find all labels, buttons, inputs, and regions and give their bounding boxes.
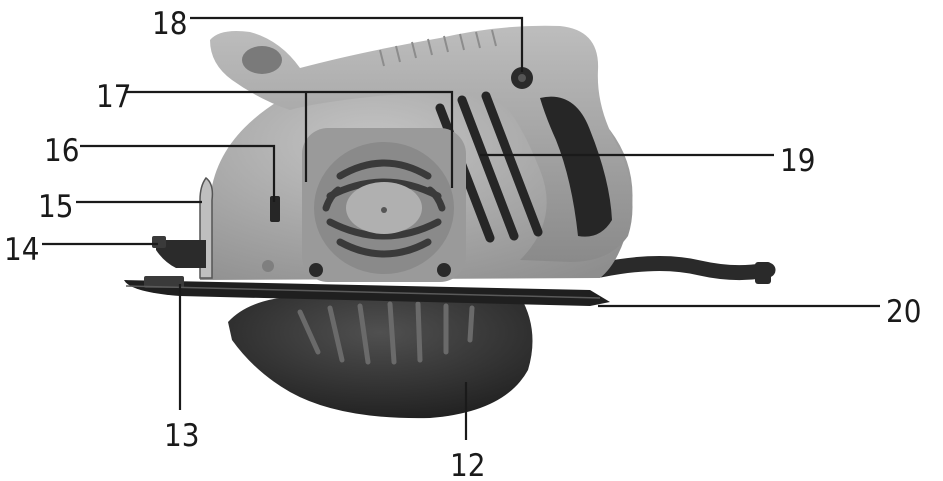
- callout-19: 19: [780, 143, 815, 179]
- cord-end: [755, 262, 771, 284]
- lower-blade-guard: [228, 296, 533, 419]
- leader-16: [80, 144, 276, 202]
- callout-15: 15: [38, 189, 73, 225]
- leader-17: [126, 90, 454, 188]
- spindle-lock-slot: [270, 196, 280, 222]
- front-knob-hole: [242, 46, 282, 74]
- leader-18: [190, 16, 524, 72]
- rear-grip-rubber: [540, 96, 612, 237]
- housing-screw: [262, 260, 274, 272]
- callout-14: 14: [4, 232, 39, 268]
- callout-17: 17: [96, 79, 131, 115]
- callout-16: 16: [44, 133, 79, 169]
- callout-20: 20: [886, 294, 921, 330]
- motor-vent-cover: [302, 128, 466, 282]
- callout-13: 13: [164, 418, 199, 454]
- power-cord: [592, 255, 776, 281]
- leader-lines: [42, 16, 880, 440]
- callout-12: 12: [450, 448, 485, 481]
- saw-illustration: [124, 25, 776, 419]
- bevel-lever-knob: [152, 236, 166, 248]
- callout-18: 18: [152, 6, 187, 42]
- base-plate-bracket: [144, 276, 184, 288]
- lock-off-button-center: [518, 74, 526, 82]
- callout-numbers: 18 17 16 15 14 13 12 19 20: [4, 6, 921, 481]
- guard-ribs: [297, 301, 475, 365]
- base-plate: [124, 280, 610, 306]
- bevel-lever: [156, 240, 206, 268]
- base-plate-edge: [125, 285, 601, 299]
- handle-grip-ridges: [379, 29, 497, 67]
